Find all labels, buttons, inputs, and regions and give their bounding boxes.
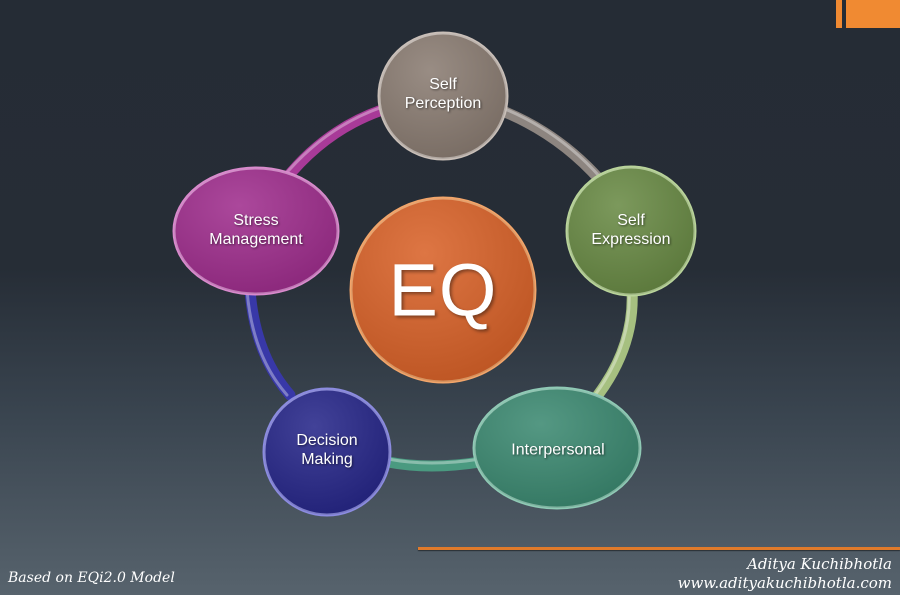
- node-line1: Self: [429, 76, 457, 93]
- accent-bar-wide: [846, 0, 900, 28]
- node-label-stress-management: Stress Management: [209, 211, 302, 249]
- connector-expression-interpersonal: [592, 284, 638, 401]
- eq-center-label: EQ: [388, 248, 498, 332]
- author-name: Aditya Kuchibhotla: [747, 555, 892, 573]
- node-line2: Expression: [591, 231, 671, 248]
- author-block: Aditya Kuchibhotla www.adityakuchibhotla…: [678, 555, 892, 593]
- author-website: www.adityakuchibhotla.com: [677, 574, 892, 592]
- connector-interpersonal-decision: [382, 456, 486, 472]
- connector-perception-expression: [499, 106, 606, 186]
- node-line2: Management: [209, 231, 303, 248]
- source-note: Based on EQi2.0 Model: [8, 570, 175, 586]
- node-line2: Making: [301, 451, 353, 468]
- node-line1: Interpersonal: [511, 441, 605, 459]
- node-line1: Decision: [296, 432, 358, 449]
- node-line2: Perception: [404, 95, 482, 112]
- connector-stress-perception: [279, 104, 388, 186]
- node-label-self-expression: Self Expression: [591, 211, 670, 249]
- footer-divider: [418, 547, 900, 550]
- node-line1: Stress: [233, 212, 279, 229]
- accent-bar-thin: [836, 0, 842, 28]
- node-label-decision-making: Decision Making: [296, 431, 357, 469]
- node-label-interpersonal: Interpersonal: [511, 441, 604, 460]
- node-line1: Self: [617, 212, 645, 229]
- node-label-self-perception: Self Perception: [405, 75, 482, 113]
- connector-decision-stress: [244, 284, 296, 401]
